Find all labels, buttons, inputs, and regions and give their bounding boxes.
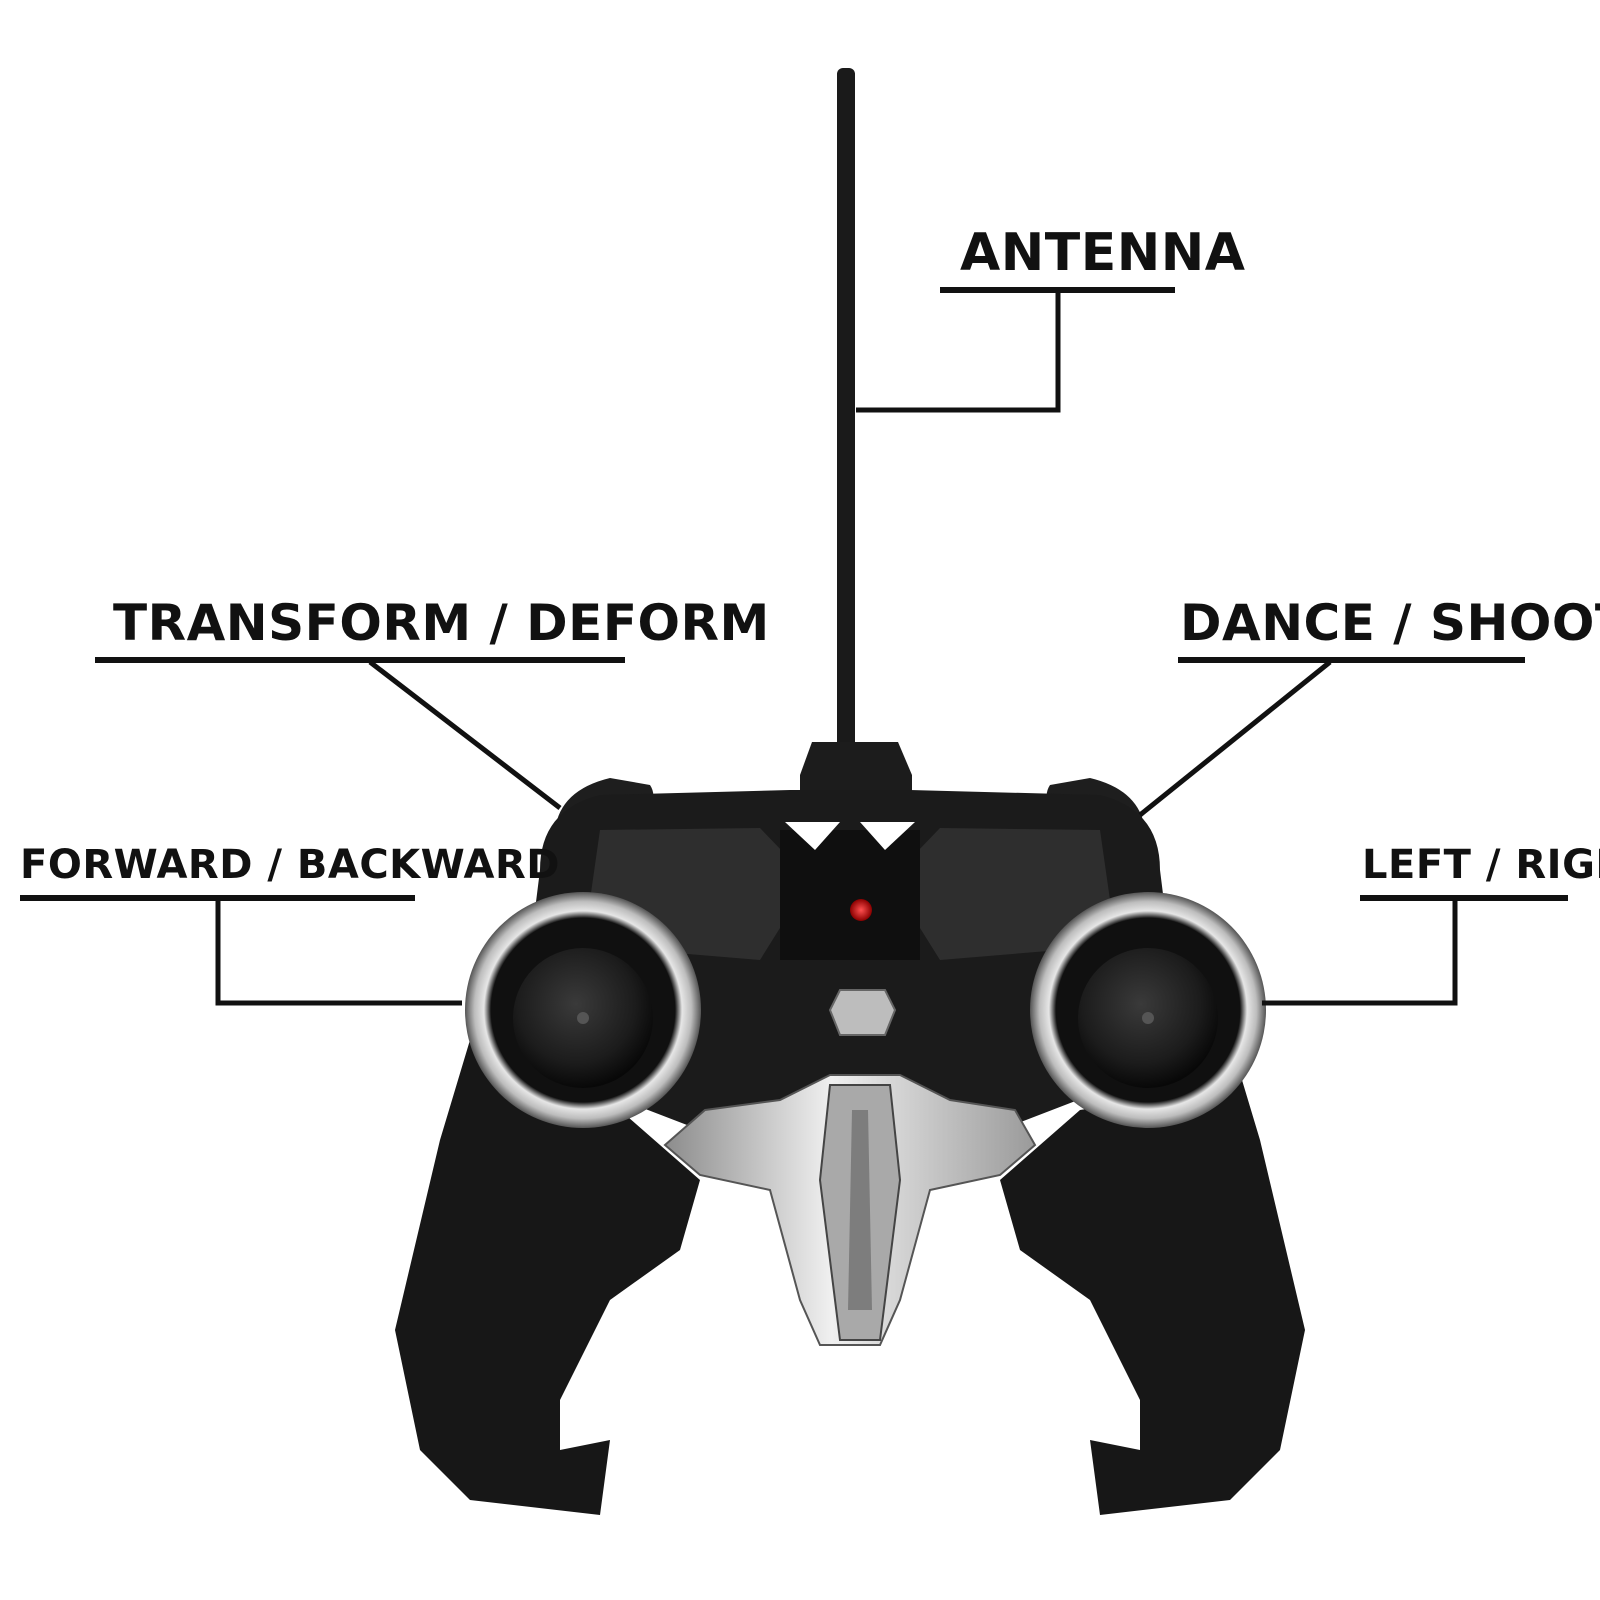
label-forward: FORWARD / BACKWARD bbox=[20, 842, 560, 888]
callout-antenna: ANTENNA bbox=[856, 223, 1246, 413]
leader-antenna bbox=[856, 290, 1061, 413]
transform-button[interactable] bbox=[828, 989, 897, 1036]
right-cutout bbox=[860, 822, 915, 850]
label-dance: DANCE / SHOOT* bbox=[1180, 594, 1600, 652]
antenna-base bbox=[800, 742, 912, 800]
left-joystick[interactable] bbox=[465, 892, 701, 1128]
controller bbox=[395, 68, 1305, 1515]
callout-left-right: LEFT / RIGHT bbox=[1262, 842, 1600, 1006]
callout-transform: TRANSFORM / DEFORM bbox=[95, 594, 770, 810]
callout-dance: DANCE / SHOOT* bbox=[1138, 594, 1600, 817]
leader-left-right bbox=[1262, 898, 1458, 1006]
leader-dance bbox=[1138, 660, 1332, 817]
label-antenna: ANTENNA bbox=[960, 223, 1246, 283]
right-panel-plate bbox=[890, 828, 1110, 960]
left-grip bbox=[395, 1040, 700, 1515]
leader-transform bbox=[368, 660, 562, 810]
right-joystick[interactable] bbox=[1030, 892, 1266, 1128]
left-cutout bbox=[785, 822, 840, 850]
label-transform: TRANSFORM / DEFORM bbox=[113, 594, 770, 652]
power-led bbox=[850, 899, 872, 921]
trigger-groove bbox=[848, 1110, 872, 1310]
leader-forward bbox=[215, 898, 462, 1006]
antenna bbox=[837, 68, 855, 758]
callout-forward: FORWARD / BACKWARD bbox=[20, 842, 560, 1006]
right-grip bbox=[1000, 1040, 1305, 1515]
label-left-right: LEFT / RIGHT bbox=[1362, 842, 1600, 888]
center-panel bbox=[780, 830, 920, 960]
